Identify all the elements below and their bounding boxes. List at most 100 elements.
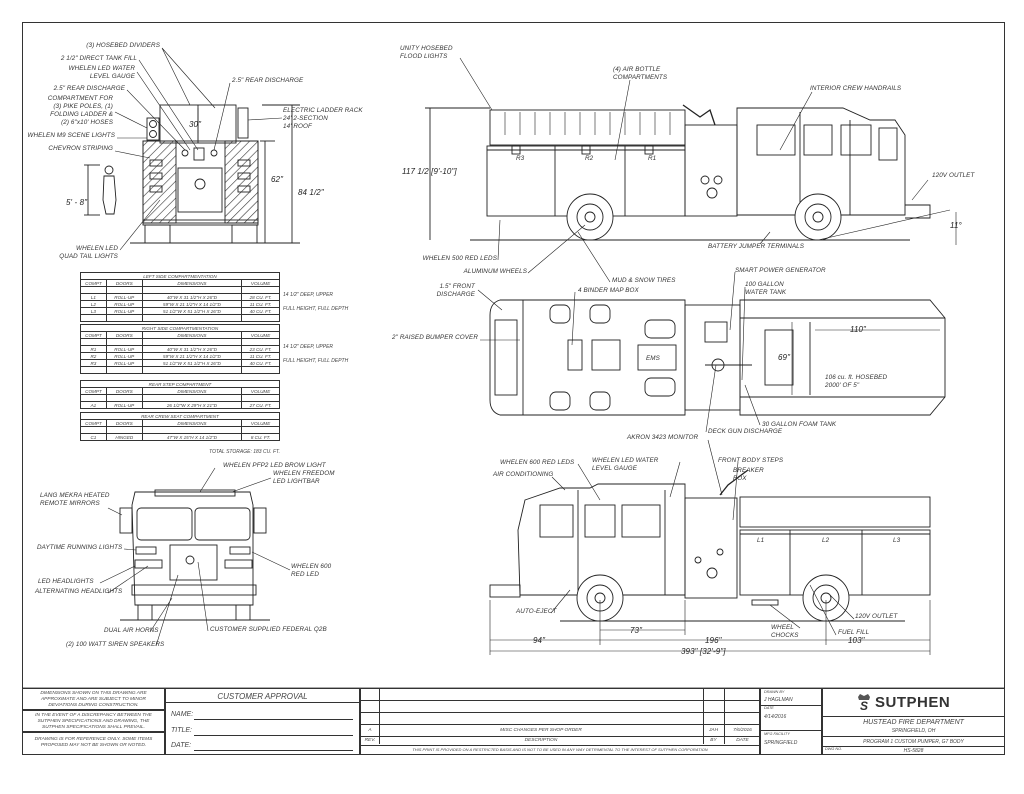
total-storage: TOTAL STORAGE: 183 CU. FT.: [209, 449, 280, 455]
table-cell: L1: [80, 293, 107, 301]
callout-label-front-view: ALTERNATING HEADLIGHTS: [35, 588, 123, 595]
ems-label-top-view: EMS: [646, 355, 660, 362]
callout-label-rear-view: CHEVRON STRIPING: [48, 145, 113, 152]
table-cell: A1: [80, 401, 107, 409]
callout-label-side-view-curb: UNITY HOSEBED FLOOD LIGHTS: [400, 45, 453, 60]
callout-label-front-view: WHELEN PFP2 LED BROW LIGHT: [223, 462, 326, 469]
callout-label-top-view: DECK GUN DISCHARGE: [708, 428, 783, 435]
dimension-label-side-view-driver: 196": [705, 636, 722, 645]
table-cell: HINGED: [105, 433, 143, 441]
table-cell: ROLL-UP: [105, 300, 143, 308]
callout-label-side-view-driver: FUEL FILL: [838, 629, 870, 636]
callout-label-side-view-driver: AKRON 3423 MONITOR: [627, 434, 699, 441]
table-spacer-row: [80, 394, 280, 402]
title-signature-line[interactable]: [194, 735, 353, 736]
callout-label-front-view: DAYTIME RUNNING LIGHTS: [37, 544, 123, 551]
table-cell: [241, 314, 280, 322]
table-cell: [141, 394, 243, 402]
table-cell: R2: [80, 352, 107, 360]
table-spacer-row: [80, 366, 280, 374]
disclaimer-box-1: DIMENSIONS SHOWN ON THIS DRAWING ARE APP…: [22, 688, 165, 710]
compartment-label-side-view-curb: R2: [585, 155, 594, 162]
svg-text:S: S: [860, 699, 868, 711]
revision-letter: A: [368, 728, 372, 733]
table-cell: [241, 366, 280, 374]
callout-label-rear-view: 2.5" REAR DISCHARGE: [232, 77, 304, 84]
table-cell: [105, 426, 143, 434]
table-cell: [80, 314, 107, 322]
table-spacer-row: [80, 338, 280, 346]
table-cell: [105, 338, 143, 346]
table-cell: [241, 394, 280, 402]
callout-label-top-view: 4 BINDER MAP BOX: [578, 287, 639, 294]
callout-label-front-view: WHELEN 600 RED LED: [291, 563, 332, 578]
disclaimer-box-3: DRAWING IS FOR REFERENCE ONLY. SOME ITEM…: [22, 732, 165, 755]
callout-label-side-view-driver: WHELEN 600 RED LEDS: [500, 459, 575, 466]
dimension-label-side-view-curb: 117 1/2 [9'-10"]: [402, 167, 457, 176]
table-cell: 11 CU. FT.: [241, 300, 280, 308]
callout-label-side-view-curb: 120V OUTLET: [932, 172, 975, 179]
table-cell: DIMENSIONS: [141, 331, 243, 339]
table-cell: R3: [80, 359, 107, 367]
dimension-label-side-view-driver: 94": [533, 636, 546, 645]
dimension-label-rear-view: 62": [271, 175, 284, 184]
compartment-label-side-view-curb: R3: [516, 155, 525, 162]
customer-approval-box: CUSTOMER APPROVAL NAME: TITLE: DATE:: [165, 688, 360, 755]
compartment-label-side-view-curb: R1: [648, 155, 657, 162]
title-label: TITLE:: [171, 727, 193, 734]
compartment-label-side-view-driver: L2: [822, 537, 830, 544]
front-view-drawing: [99, 467, 291, 647]
customer-name: HUSTEAD FIRE DEPARTMENT: [863, 719, 964, 726]
program-description: PROGRAM 1 CUSTOM PUMPER, G7 BODY: [863, 739, 964, 745]
dimension-label-side-view-curb: 11°: [950, 221, 962, 230]
date-label: DATE:: [171, 742, 192, 749]
callout-label-rear-view: 2 1/2" DIRECT TANK FILL: [60, 55, 137, 62]
dimension-label-rear-view: 5' - 8": [66, 198, 88, 207]
callout-label-front-view: CUSTOMER SUPPLIED FEDERAL Q2B: [210, 626, 327, 633]
disclaimer-reference: DRAWING IS FOR REFERENCE ONLY. SOME ITEM…: [34, 737, 153, 748]
table-cell: ROLL-UP: [105, 352, 143, 360]
table-cell: [141, 426, 243, 434]
callout-label-front-view: DUAL AIR HORNS: [104, 627, 159, 634]
dimension-label-rear-view: 30": [189, 120, 202, 129]
table-cell: [141, 314, 243, 322]
name-signature-line[interactable]: [194, 719, 353, 720]
table-row-note: FULL HEIGHT, FULL DEPTH: [283, 306, 349, 312]
callout-label-top-view: 100 GALLON WATER TANK: [745, 281, 787, 296]
curb-side-view-drawing: [425, 57, 957, 283]
table-spacer-row: [80, 286, 280, 294]
customer-location: SPRINGFIELD, OH: [891, 728, 936, 734]
date-signature-line[interactable]: [194, 750, 353, 751]
table-cell: ROLL-UP: [105, 307, 143, 315]
table-cell: 40 CU. FT.: [241, 359, 280, 367]
table-row-note: 14 1/2" DEEP, UPPER: [283, 344, 334, 350]
restriction-note: THIS PRINT IS PROVIDED ON A RESTRICTED B…: [412, 747, 708, 752]
facility-label: MFG FACILITY: [764, 732, 790, 736]
callout-label-side-view-driver: 120V OUTLET: [855, 613, 898, 620]
callout-label-rear-view: ELECTRIC LADDER RACK 24' 2-SECTION 14' R…: [283, 107, 363, 130]
dimension-label-top-view: 69": [778, 353, 791, 362]
revision-date: 7/6/2016: [733, 728, 752, 733]
table-cell: 40"W X 31 1/2"H X 26"D: [141, 293, 243, 301]
company-box: S SUTPHEN HUSTEAD FIRE DEPARTMENT SPRING…: [822, 688, 1005, 755]
table-cell: [80, 286, 107, 294]
callout-label-rear-view: WHELEN M9 SCENE LIGHTS: [27, 132, 115, 139]
callout-label-side-view-curb: MUD & SNOW TIRES: [612, 277, 676, 284]
table-cell: COMPT: [80, 419, 107, 427]
table-cell: [141, 338, 243, 346]
table-cell: DIMENSIONS: [141, 387, 243, 395]
date-header: DATE: [736, 738, 749, 743]
callout-label-side-view-curb: INTERIOR CREW HANDRAILS: [810, 85, 902, 92]
table-cell: VOLUME: [241, 331, 280, 339]
table-cell: DIMENSIONS: [141, 419, 243, 427]
